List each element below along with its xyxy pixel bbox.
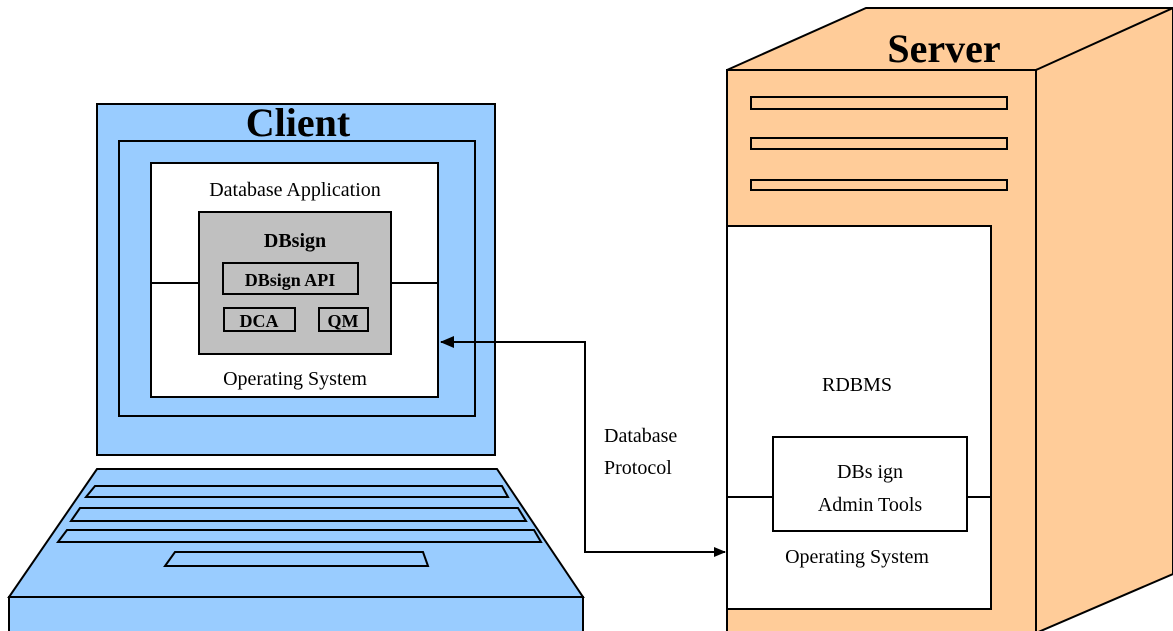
protocol-arrow: [441, 341, 726, 557]
client-os-label: Operating System: [223, 368, 367, 390]
laptop-base-front: [8, 596, 584, 631]
rdbms-label: RDBMS: [822, 374, 892, 396]
admin-tools-box: [772, 436, 968, 532]
client-title: Client: [246, 100, 351, 145]
dca-label: DCA: [240, 311, 279, 331]
server-panel: [726, 225, 992, 610]
dbsign-api-box: [222, 262, 359, 295]
client-laptop: Client Database Application DBsign DBsig…: [7, 100, 585, 631]
protocol-arrowhead-left: [440, 336, 454, 348]
admin-tools-line1: DBs ign: [837, 461, 903, 483]
keyboard-row-2: [69, 507, 528, 522]
server-title: Server: [887, 26, 1000, 71]
server-tower: Server RDBMS DBs ign Admin Tools Operati…: [726, 6, 1173, 631]
keyboard-row-3: [56, 529, 543, 543]
dbsign-title: DBsign: [264, 230, 326, 252]
server-os-label: Operating System: [785, 546, 929, 568]
drive-bay-3: [750, 179, 1008, 191]
admin-tools-line2: Admin Tools: [818, 494, 923, 516]
protocol-label-line2: Protocol: [604, 457, 672, 479]
keyboard-row-1: [83, 485, 510, 498]
protocol-label-line1: Database: [604, 425, 677, 447]
dca-box: [223, 307, 296, 332]
drive-bay-2: [750, 137, 1008, 150]
dbsign-api-label: DBsign API: [245, 270, 336, 290]
drive-bay-1: [750, 96, 1008, 110]
client-app-label: Database Application: [209, 179, 381, 201]
database-protocol-connection: Database Protocol: [440, 336, 726, 557]
keyboard-spacebar: [163, 551, 430, 567]
qm-label: QM: [328, 311, 359, 331]
server-side-face: [1035, 6, 1173, 631]
qm-box: [318, 307, 369, 332]
